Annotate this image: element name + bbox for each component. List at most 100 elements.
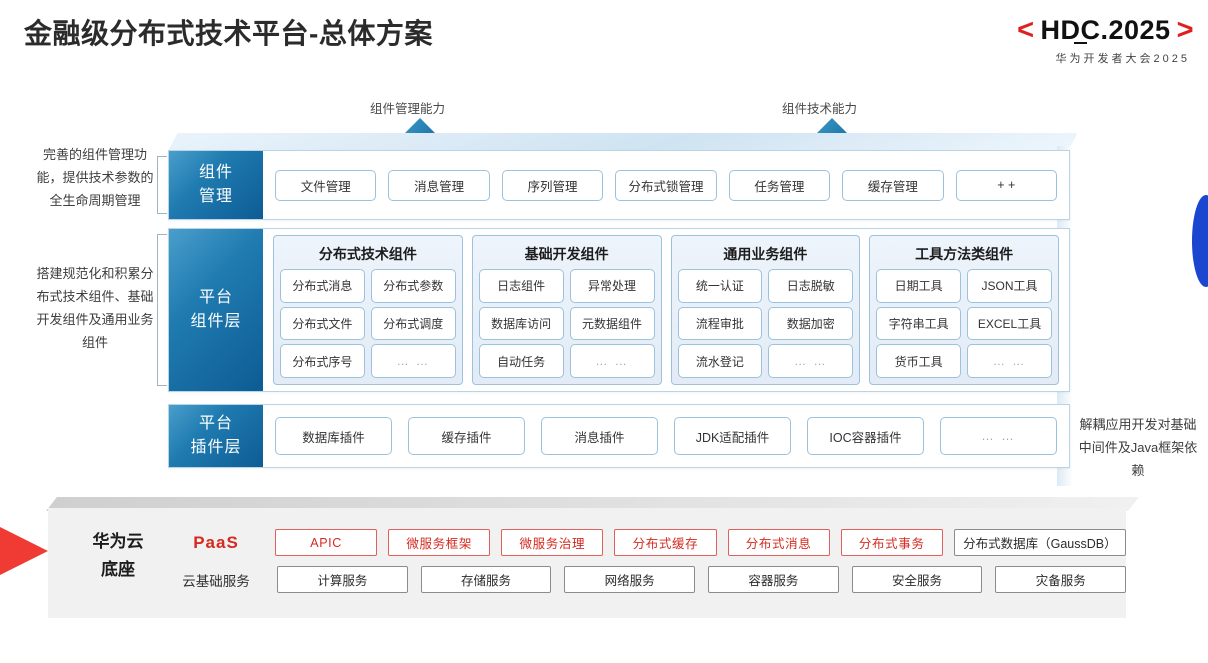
- base-row-paas: PaaS APIC 微服务框架 微服务治理 分布式缓存 分布式消息 分布式事务 …: [168, 529, 1126, 556]
- box-microservice-framework[interactable]: 微服务框架: [388, 529, 491, 556]
- red-wedge-decoration: [0, 505, 48, 597]
- chip-distributed-file[interactable]: 分布式文件: [280, 306, 365, 341]
- chip-log-desensitization[interactable]: 日志脱敏: [768, 269, 854, 303]
- layer-component-management: 组件 管理 文件管理 消息管理 序列管理 分布式锁管理 任务管理 缓存管理 + …: [168, 150, 1070, 220]
- chip-message-plugin[interactable]: 消息插件: [541, 417, 658, 455]
- layer-tag-line2: 插件层: [190, 439, 242, 456]
- chip-distributed-parameter[interactable]: 分布式参数: [370, 269, 456, 303]
- group-grid-general-business: 统一认证 日志脱敏 流程审批 数据加密 流水登记 … …: [677, 269, 854, 378]
- box-container-service[interactable]: 容器服务: [708, 566, 839, 593]
- box-distributed-transaction[interactable]: 分布式事务: [840, 529, 943, 556]
- box-microservice-governance[interactable]: 微服务治理: [501, 529, 604, 556]
- chip-cache-management[interactable]: 缓存管理: [842, 169, 944, 201]
- hdc-logo: < HDC.2025 > 华为开发者大会2025: [904, 14, 1194, 66]
- hdc-logo-text: HDC.2025: [1041, 15, 1171, 46]
- hdc-underline: [1073, 42, 1087, 44]
- base-panel: [48, 508, 1126, 618]
- chip-exception-handling[interactable]: 异常处理: [569, 269, 655, 303]
- chip-sequence-management[interactable]: 序列管理: [501, 169, 604, 201]
- chip-data-encryption[interactable]: 数据加密: [768, 306, 854, 341]
- chip-database-access[interactable]: 数据库访问: [478, 306, 564, 341]
- bracket-right-icon: >: [1176, 14, 1194, 46]
- chip-json-tool[interactable]: JSON工具: [967, 269, 1052, 303]
- box-disaster-recovery-service[interactable]: 灾备服务: [995, 566, 1127, 593]
- layer-tag-line1: 平台: [198, 415, 233, 432]
- base-cloud-items: 计算服务 存储服务 网络服务 容器服务 安全服务 灾备服务: [277, 566, 1127, 593]
- side-note-right: 解耦应用开发对基础中间件及Java框架依赖: [1078, 417, 1198, 478]
- stack-backdrop-top: [168, 133, 1078, 151]
- chip-distributed-lock-management[interactable]: 分布式锁管理: [615, 169, 717, 201]
- bracket-left-platform: [157, 234, 167, 386]
- hdc-logo-main: < HDC.2025 >: [904, 14, 1194, 47]
- side-note-left-2: 搭建规范化和积累分布式技术组件、基础开发组件及通用业务组件: [36, 266, 154, 350]
- base-label-line2: 底座: [101, 560, 135, 579]
- base-label-line1: 华为云: [92, 532, 144, 551]
- base-row-key-cloud: 云基础服务: [182, 573, 250, 589]
- blue-lens-decoration: [1192, 195, 1208, 287]
- group-title-general-business: 通用业务组件: [723, 246, 808, 262]
- chip-transaction-record[interactable]: 流水登记: [677, 344, 763, 378]
- chip-more-basic-development[interactable]: … …: [569, 344, 655, 378]
- chip-more-general-business[interactable]: … …: [768, 344, 854, 378]
- base-row-key-paas: PaaS: [193, 532, 239, 552]
- box-distributed-cache[interactable]: 分布式缓存: [614, 529, 717, 556]
- chip-more-distributed-tech[interactable]: … …: [370, 344, 456, 378]
- layer-tag-component-management: 组件 管理: [169, 151, 263, 219]
- group-grid-distributed-tech: 分布式消息 分布式参数 分布式文件 分布式调度 分布式序号 … …: [280, 269, 456, 378]
- layer-tag-platform-plugin: 平台 插件层: [169, 405, 263, 467]
- chip-cache-plugin[interactable]: 缓存插件: [408, 417, 525, 455]
- chip-string-tool[interactable]: 字符串工具: [876, 306, 962, 341]
- box-security-service[interactable]: 安全服务: [851, 566, 983, 593]
- layer-platform-plugin: 平台 插件层 数据库插件 缓存插件 消息插件 JDK适配插件 IOC容器插件 ……: [168, 404, 1070, 468]
- chip-log-component[interactable]: 日志组件: [478, 269, 564, 303]
- chip-distributed-message[interactable]: 分布式消息: [280, 269, 365, 303]
- chip-message-management[interactable]: 消息管理: [388, 169, 490, 201]
- group-grid-utility-methods: 日期工具 JSON工具 字符串工具 EXCEL工具 货币工具 … …: [876, 269, 1052, 378]
- chip-currency-tool[interactable]: 货币工具: [876, 344, 962, 378]
- chip-task-management[interactable]: 任务管理: [728, 169, 831, 201]
- group-distributed-tech: 分布式技术组件 分布式消息 分布式参数 分布式文件 分布式调度 分布式序号 … …: [273, 235, 463, 385]
- group-utility-methods: 工具方法类组件 日期工具 JSON工具 字符串工具 EXCEL工具 货币工具 ……: [869, 235, 1059, 385]
- page-title: 金融级分布式技术平台-总体方案: [24, 18, 433, 49]
- layer-body-platform-plugin: 数据库插件 缓存插件 消息插件 JDK适配插件 IOC容器插件 … …: [263, 405, 1069, 467]
- chip-more-plugins[interactable]: … …: [940, 417, 1057, 455]
- chip-auto-task[interactable]: 自动任务: [478, 344, 564, 378]
- group-title-distributed-tech: 分布式技术组件: [318, 246, 417, 262]
- chip-distributed-schedule[interactable]: 分布式调度: [370, 306, 456, 341]
- chip-ioc-container-plugin[interactable]: IOC容器插件: [807, 417, 924, 455]
- group-basic-development: 基础开发组件 日志组件 异常处理 数据库访问 元数据组件 自动任务 … …: [471, 235, 662, 385]
- chip-file-management[interactable]: 文件管理: [275, 169, 377, 201]
- chip-unified-authentication[interactable]: 统一认证: [677, 269, 763, 303]
- group-title-utility-methods: 工具方法类组件: [915, 246, 1014, 262]
- group-grid-basic-development: 日志组件 异常处理 数据库访问 元数据组件 自动任务 … …: [478, 269, 655, 378]
- chip-add-more[interactable]: + +: [955, 169, 1057, 201]
- hdc-logo-subtitle: 华为开发者大会2025: [1055, 53, 1190, 65]
- layer-tag-line2: 管理: [198, 188, 233, 205]
- group-general-business: 通用业务组件 统一认证 日志脱敏 流程审批 数据加密 流水登记 … …: [670, 235, 861, 385]
- box-distributed-database-gaussdb[interactable]: 分布式数据库（GaussDB）: [953, 529, 1126, 556]
- layer-body-platform-component: 分布式技术组件 分布式消息 分布式参数 分布式文件 分布式调度 分布式序号 … …: [263, 229, 1069, 391]
- bracket-left-icon: <: [1017, 14, 1035, 46]
- chip-jdk-adapter-plugin[interactable]: JDK适配插件: [674, 417, 791, 455]
- chip-process-approval[interactable]: 流程审批: [677, 306, 763, 341]
- chip-database-plugin[interactable]: 数据库插件: [275, 417, 392, 455]
- side-note-left-1: 完善的组件管理功能，提供技术参数的全生命周期管理: [36, 147, 154, 208]
- layer-platform-component: 平台 组件层 分布式技术组件 分布式消息 分布式参数 分布式文件 分布式调度 分…: [168, 228, 1070, 392]
- chip-excel-tool[interactable]: EXCEL工具: [967, 306, 1052, 341]
- base-paas-items: APIC 微服务框架 微服务治理 分布式缓存 分布式消息 分布式事务 分布式数据…: [275, 529, 1126, 556]
- box-distributed-message[interactable]: 分布式消息: [727, 529, 830, 556]
- box-compute-service[interactable]: 计算服务: [277, 566, 408, 593]
- box-apic[interactable]: APIC: [275, 529, 378, 556]
- chip-more-utility-methods[interactable]: … …: [967, 344, 1052, 378]
- layer-tag-line1: 组件: [198, 164, 233, 181]
- group-title-basic-development: 基础开发组件: [524, 246, 609, 262]
- arrow-label-component-technology: 组件技术能力: [782, 102, 858, 116]
- chip-metadata-component[interactable]: 元数据组件: [569, 306, 655, 341]
- chip-distributed-sequence[interactable]: 分布式序号: [280, 344, 365, 378]
- chip-date-tool[interactable]: 日期工具: [876, 269, 962, 303]
- arrow-label-component-management: 组件管理能力: [370, 102, 446, 116]
- layer-tag-line1: 平台: [198, 289, 233, 306]
- box-storage-service[interactable]: 存储服务: [420, 566, 552, 593]
- box-network-service[interactable]: 网络服务: [564, 566, 696, 593]
- layer-body-component-management: 文件管理 消息管理 序列管理 分布式锁管理 任务管理 缓存管理 + +: [263, 151, 1069, 219]
